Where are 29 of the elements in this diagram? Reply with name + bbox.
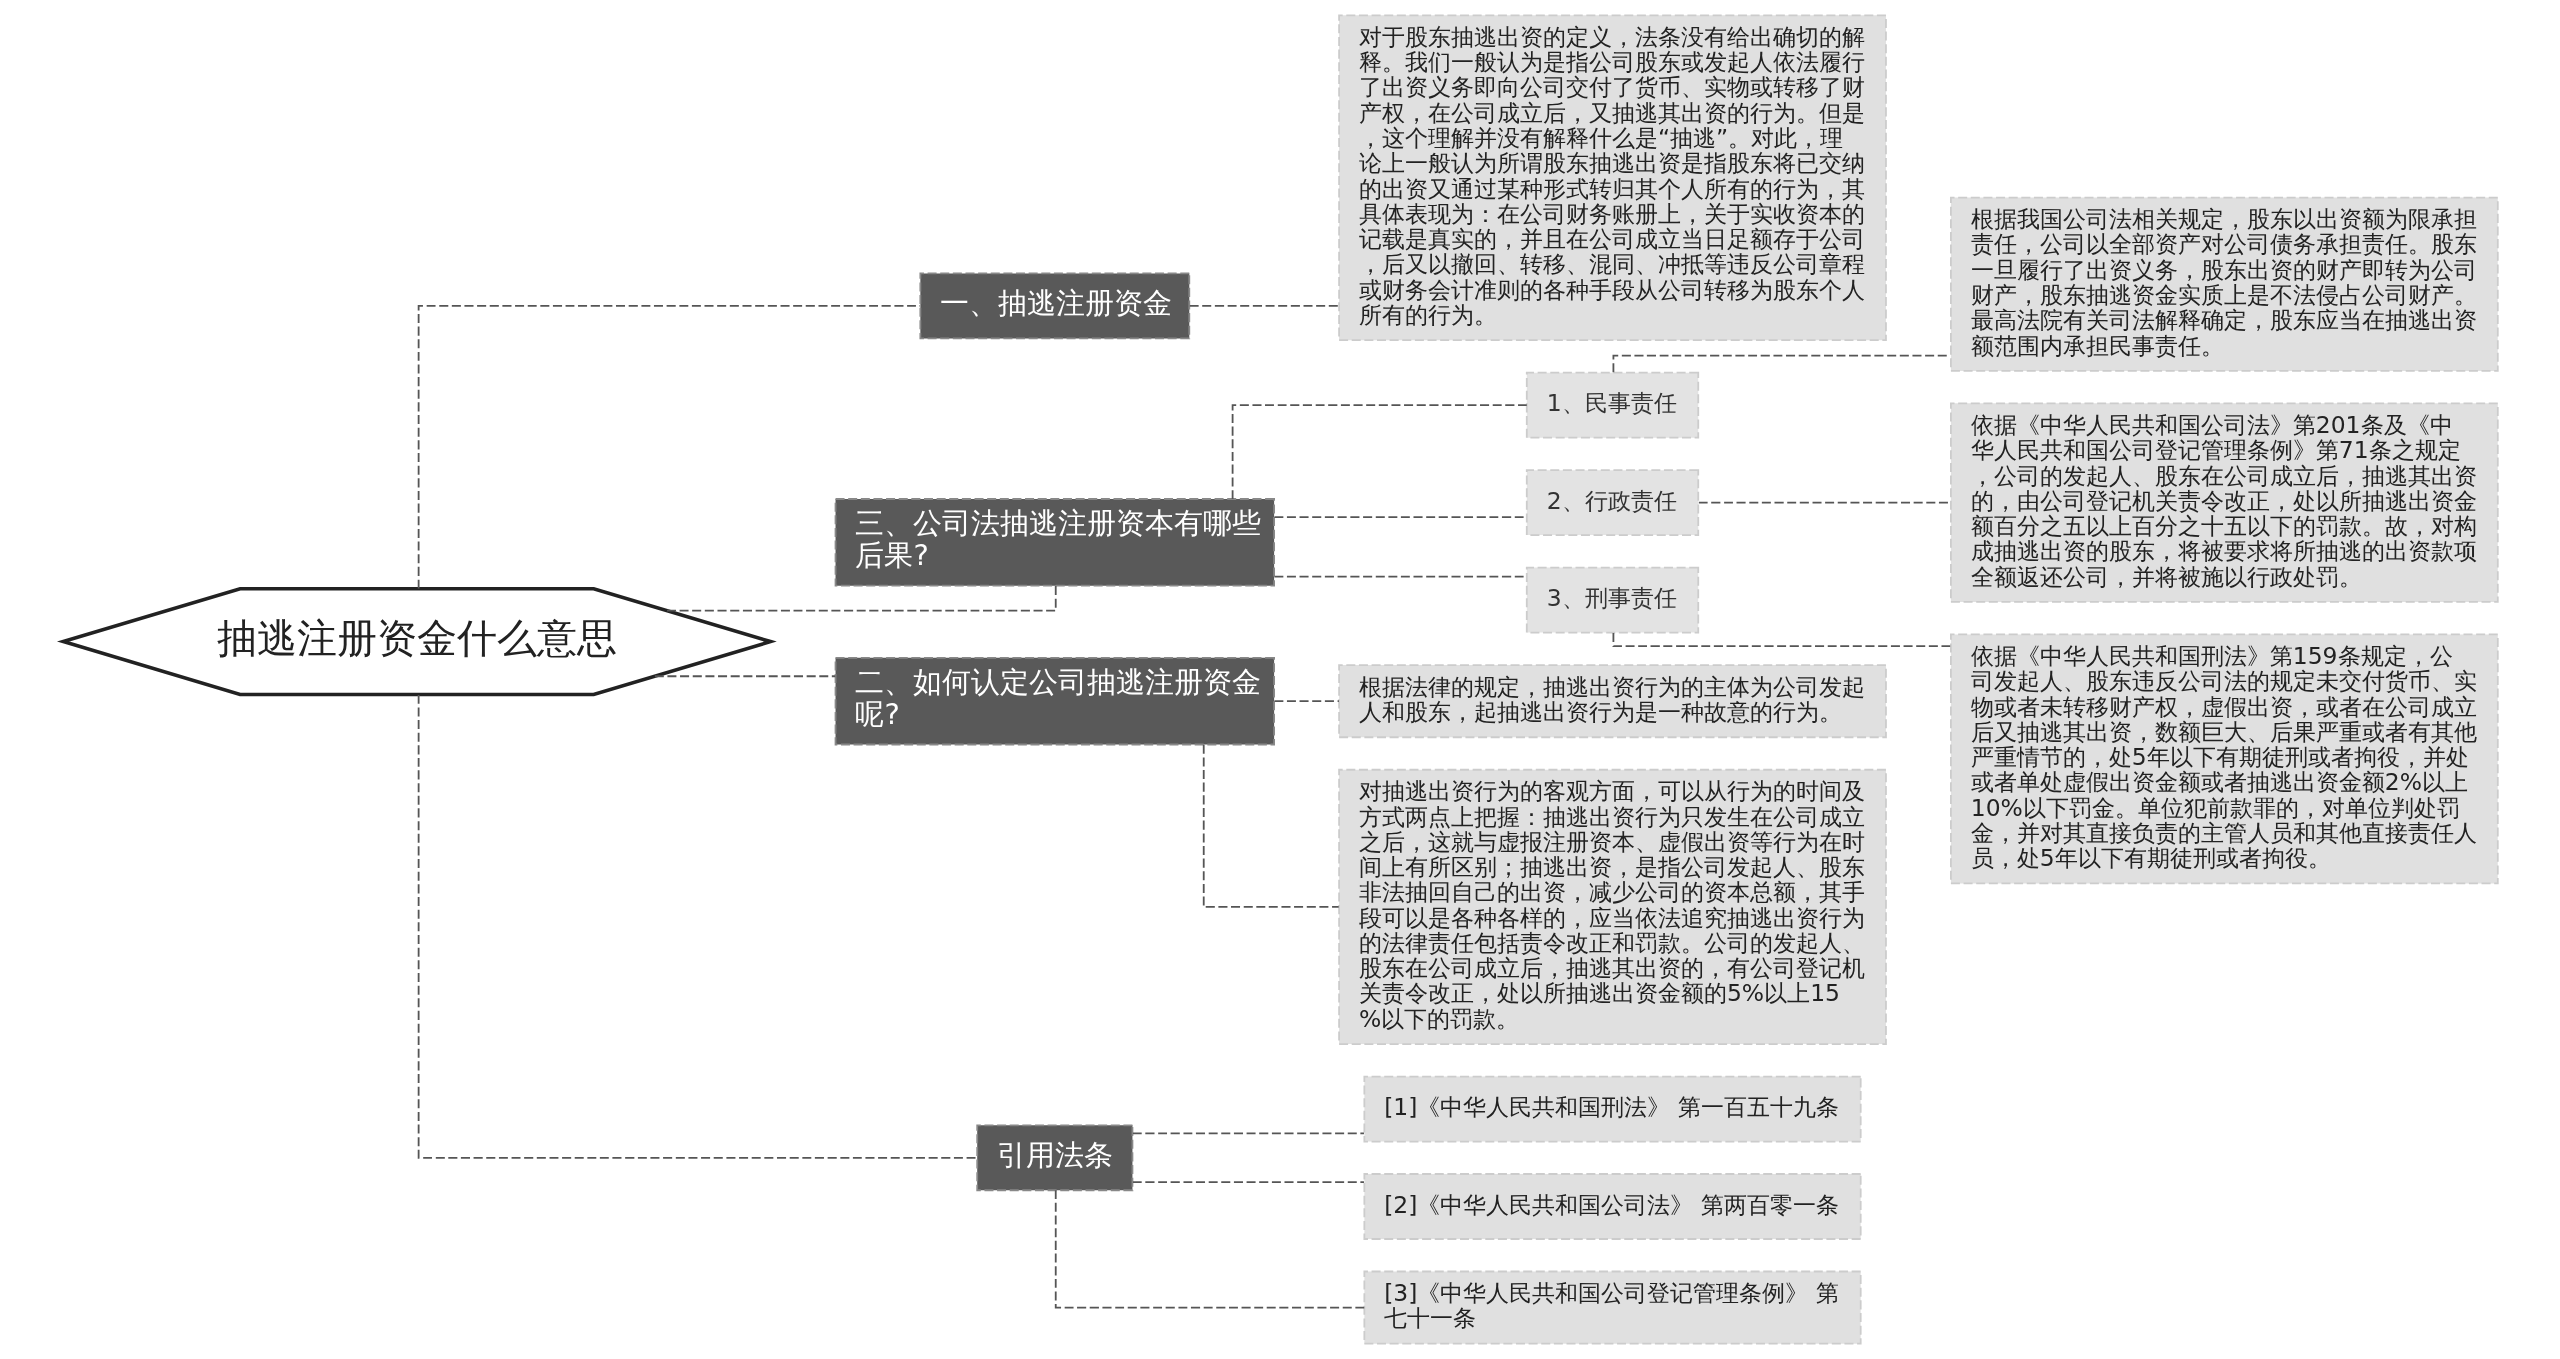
node-box: 根据法律的规定，抽逃出资行为的主体为公司发起人和股东，起抽逃出资行为是一种故意的行为。 — [1337, 664, 1887, 739]
node-box: 引用法条 — [975, 1124, 1133, 1192]
node-box: 根据我国公司法相关规定，股东以出资额为限承担责任，公司以全部资产对公司债务承担责任。股东一旦履行了出资义务，股东出资的财产即转为公司财产，股东抽逃资金实质上是不法侵占公司财产。最高法院有关司法解释确定，股东应当在抽逃出资额范围内承担民事责任。 — [1949, 196, 2499, 372]
connector — [653, 675, 836, 678]
node-box: 对于股东抽逃出资的定义，法条没有给出确切的解释。我们一般认为是指公司股东或发起人依法履行了出资义务即向公司交付了货币、实物或转移了财产权，在公司成立后，又抽逃其出资的行为。但是，这个理解并没有解释什么是“抽逃”。对此，理论上一般认为所谓股东抽逃出资是指股东将已交纳的出资又通过某种形式转归其个人所有的行为，其具体表现为：在公司财务账册上，关于实收资本的记载是真实的，并且在公司成立当日足额存于公司，后又以撤回、转移、混同、冲抵等违反公司章程或财务会计准则的各种手段从公司转移为股东个人所有的行为。 — [1337, 14, 1887, 342]
node-box: 3、刑事责任 — [1525, 566, 1699, 634]
connector — [417, 694, 978, 1159]
node-box: 依据《中华人民共和国刑法》第159条规定，公司发起人、股东违反公司法的规定未交付货币、实物或者未转移财产权，虚假出资，或者在公司成立后又抽逃其出资，数额巨大、后果严重或者有其他严重情节的，处5年以下有期徒刑或者拘役，并处或者单处虚假出资金额或者抽逃出资金额2%以上10%以下罚金。单位犯前款罪的，对单位判处罚金，并对其直接负责的主管人员和其他直接责任人员，处5年以下有期徒刑或者拘役。 — [1949, 633, 2499, 885]
node-box: [1]《中华人民共和国刑法》 第一百五十九条 — [1362, 1075, 1862, 1143]
node-box: [3]《中华人民共和国公司登记管理条例》 第七十一条 — [1362, 1270, 1862, 1345]
connector — [1202, 743, 1340, 908]
node-box: [2]《中华人民共和国公司法》 第两百零一条 — [1362, 1173, 1862, 1240]
node-box: 依据《中华人民共和国公司法》第201条及《中华人民共和国公司登记管理条例》第71条之规定，公司的发起人、股东在公司成立后，抽逃其出资的，由公司登记机关责令改正，处以所抽逃出资金额百分之五以上百分之十五以下的罚款。故，对构成抽逃出资的股东，将被要求将所抽逃的出资款项全额返还公司，并将被施以行政处罚。 — [1949, 402, 2499, 603]
node-box: 二、如何认定公司抽逃注册资金呢? — [834, 656, 1275, 746]
connector — [1231, 404, 1528, 500]
node-box: 一、抽逃注册资金 — [918, 272, 1190, 340]
connector — [1612, 632, 1951, 647]
connector — [1054, 1189, 1365, 1309]
node-box: 2、行政责任 — [1525, 469, 1699, 536]
connector — [1131, 1132, 1365, 1135]
connector — [1131, 1181, 1365, 1184]
connector — [1273, 575, 1527, 578]
connector — [417, 305, 921, 590]
connector — [1273, 516, 1527, 518]
node-box: 三、公司法抽逃注册资本有哪些后果? — [834, 498, 1275, 587]
node-box: 1、民事责任 — [1525, 371, 1699, 439]
connector — [1188, 305, 1340, 307]
connector — [1273, 700, 1340, 703]
node-box: 对抽逃出资行为的客观方面，可以从行为的时间及方式两点上把握：抽逃出资行为只发生在公司成立之后，这就与虚报注册资本、虚假出资等行为在时间上有所区别；抽逃出资，是指公司发起人、股东非法抽回自己的出资，减少公司的资本总额，其手段可以是各种各样的，应当依法追究抽逃出资行为的法律责任包括责令改正和罚款。公司的发起人、股东在公司成立后，抽逃其出资的，有公司登记机关责令改正，处以所抽逃出资金额的5%以上15%以下的罚款。 — [1337, 768, 1887, 1045]
